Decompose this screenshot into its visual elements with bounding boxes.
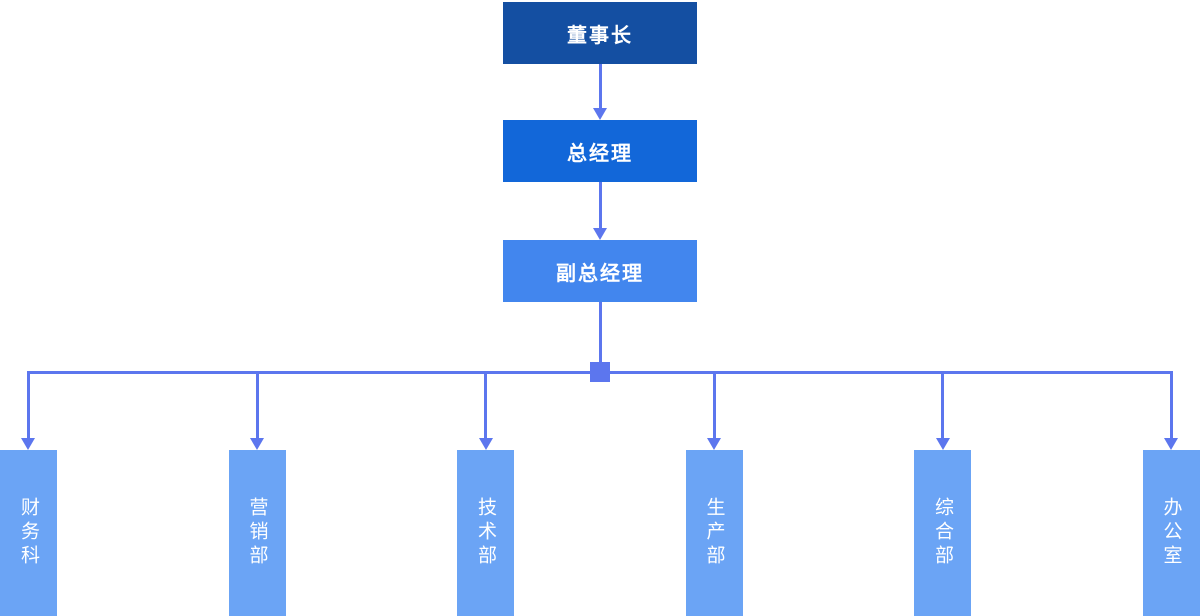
node-dept-office[interactable]: 办公室 bbox=[1142, 450, 1200, 616]
node-dept-general-affairs[interactable]: 综合部 bbox=[914, 450, 971, 616]
connector-gm-deputy-arrowhead bbox=[593, 228, 607, 240]
branch-drop-technology bbox=[484, 372, 487, 438]
node-dept-production[interactable]: 生产部 bbox=[685, 450, 743, 616]
node-general-manager[interactable]: 总经理 bbox=[503, 120, 697, 182]
node-chairman[interactable]: 董事长 bbox=[503, 2, 697, 64]
connector-deputy-branch-line bbox=[598, 302, 602, 372]
connector-chairman-gm-line bbox=[598, 64, 602, 108]
node-dept-production-label: 生产部 bbox=[703, 497, 725, 569]
branch-drop-finance bbox=[26, 372, 30, 438]
connector-chairman-gm-arrowhead bbox=[593, 108, 607, 120]
branch-junction-square bbox=[590, 362, 610, 382]
node-dept-office-label: 办公室 bbox=[1160, 497, 1182, 569]
node-deputy-general-manager-label: 副总经理 bbox=[556, 262, 644, 285]
node-general-manager-label: 总经理 bbox=[567, 142, 633, 165]
node-deputy-general-manager[interactable]: 副总经理 bbox=[503, 240, 697, 302]
branch-drop-production bbox=[712, 372, 716, 438]
branch-arrowhead-production bbox=[707, 438, 721, 450]
branch-arrowhead-general-affairs bbox=[935, 438, 950, 450]
branch-arrowhead-technology bbox=[478, 438, 493, 450]
branch-arrowhead-finance bbox=[21, 438, 35, 450]
node-chairman-label: 董事长 bbox=[567, 24, 633, 47]
node-dept-finance[interactable]: 财务科 bbox=[0, 450, 57, 616]
node-dept-finance-label: 财务科 bbox=[18, 497, 39, 569]
node-dept-marketing[interactable]: 营销部 bbox=[228, 450, 286, 616]
branch-arrowhead-marketing bbox=[250, 438, 264, 450]
branch-drop-office bbox=[1169, 372, 1173, 438]
node-dept-general-affairs-label: 综合部 bbox=[932, 497, 953, 569]
node-dept-technology[interactable]: 技术部 bbox=[457, 450, 514, 616]
node-dept-technology-label: 技术部 bbox=[475, 497, 496, 569]
connector-gm-deputy-line bbox=[598, 182, 602, 228]
branch-arrowhead-office bbox=[1164, 438, 1178, 450]
node-dept-marketing-label: 营销部 bbox=[246, 497, 268, 569]
branch-drop-marketing bbox=[255, 372, 259, 438]
branch-drop-general-affairs bbox=[941, 372, 944, 438]
